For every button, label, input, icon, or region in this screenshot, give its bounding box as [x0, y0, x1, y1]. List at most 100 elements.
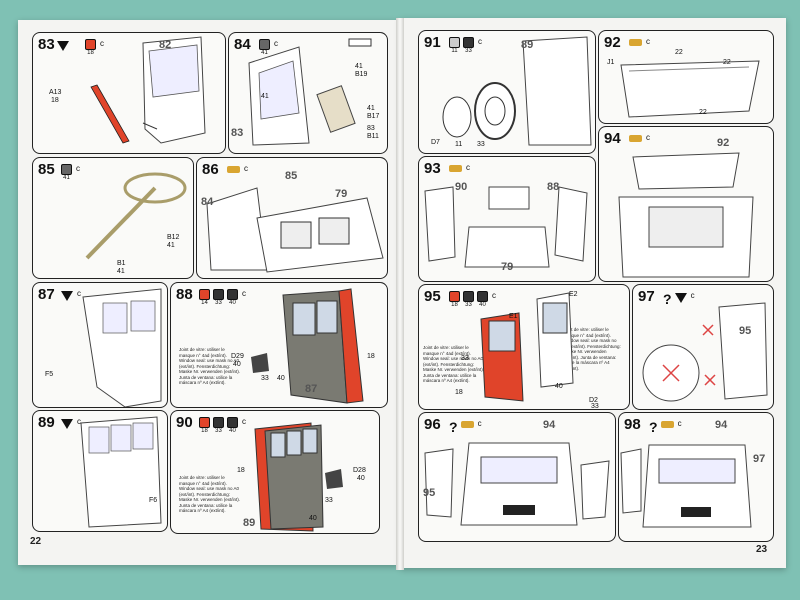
part-label: 89 [521, 39, 534, 51]
glue-indicator: c [77, 417, 81, 426]
glue-indicator: c [76, 164, 80, 173]
glue-tube-icon [660, 421, 674, 428]
paint-pot-icon [449, 291, 460, 302]
part-label: 22 [699, 109, 707, 116]
step-number: 95 [424, 288, 441, 305]
paint-code: 14 [201, 300, 208, 306]
paint-code: 33 [465, 302, 472, 308]
paint-pot-icon [259, 39, 270, 50]
step-number: 92 [604, 34, 621, 51]
question-icon: ? [449, 419, 458, 435]
glue-indicator: c [274, 39, 278, 48]
paint-list: 41 c [61, 164, 80, 182]
paint-list: 18 33 40 c [199, 417, 246, 435]
step-number: 83 [38, 36, 55, 53]
paint-code: 40 [229, 300, 236, 306]
paint-pot-icon [213, 289, 224, 300]
paint-list: c [629, 133, 650, 142]
paint-pot-icon [449, 37, 460, 48]
paint-pot-icon [227, 289, 238, 300]
paint-pot-icon [85, 39, 96, 50]
part-label: 41 [355, 63, 363, 70]
part-label: 22 [675, 49, 683, 56]
part-label: F5 [45, 371, 54, 378]
paint-code: 40 [229, 428, 236, 434]
part-label: 18 [51, 97, 59, 104]
paint-code: 40 [479, 302, 486, 308]
glue-indicator: c [477, 419, 482, 428]
step-96-illustration [424, 442, 610, 526]
part-label: F6 [149, 497, 158, 504]
glue-indicator: c [77, 289, 81, 298]
glue-indicator: c [690, 291, 695, 300]
step-86-panel: 86 c 85 84 79 [196, 157, 388, 279]
part-label: 94 [715, 419, 728, 431]
paint-pot-icon [61, 164, 72, 175]
paint-code: 18 [201, 428, 208, 434]
part-label: 41 [367, 105, 375, 112]
step-92-panel: 92 c 22 J1 22 22 [598, 30, 774, 124]
part-label: D7 [431, 139, 440, 146]
part-label: B17 [367, 113, 380, 120]
glue-indicator: c [466, 163, 470, 172]
step-85-panel: 85 41 c B12 41 B1 41 [32, 157, 194, 279]
part-label: B12 [167, 234, 180, 241]
paint-code: 33 [465, 48, 472, 54]
book-gutter [396, 18, 404, 570]
paint-list: c [629, 37, 650, 46]
glue-indicator: c [242, 417, 246, 426]
paint-code: 41 [117, 268, 125, 275]
glue-tube-icon [629, 135, 642, 142]
step-93-illustration [424, 186, 588, 268]
paint-code: 40 [357, 475, 365, 482]
step-97-illustration [642, 302, 768, 402]
step-96-panel: 96 ? c 94 95 [418, 412, 616, 542]
paint-code: 18 [237, 467, 245, 474]
step-84-panel: 84 41 c 41 41 B19 41 B17 83 B11 83 [228, 32, 388, 154]
glue-indicator: c [478, 37, 482, 46]
part-label: 90 [455, 181, 468, 193]
step-87-illustration [82, 288, 162, 407]
step-number: 91 [424, 34, 441, 51]
paint-pot-icon [463, 291, 474, 302]
paint-list: c [61, 289, 81, 301]
part-label: 92 [717, 137, 730, 149]
step-86-illustration [206, 187, 384, 273]
step-number: 97 [638, 288, 655, 305]
step-90-illustration [254, 422, 343, 532]
question-icon: ? [649, 419, 658, 435]
mask-note: Joint de vitre: utiliser le masque n° 4a… [179, 475, 241, 513]
part-label: 95 [739, 325, 752, 337]
step-number: 89 [38, 414, 55, 431]
step-89-panel: 89 c F6 [32, 410, 168, 532]
glue-indicator: c [646, 133, 650, 142]
step-95-panel: 95 18 33 40 c Joint de vitre: utiliser l… [418, 284, 630, 410]
step-number: 87 [38, 286, 55, 303]
step-number: 94 [604, 130, 621, 147]
page-number-left: 22 [30, 536, 42, 547]
paint-list: c [227, 164, 248, 173]
paint-code: 11 [455, 141, 463, 148]
step-94-panel: 94 c 92 [598, 126, 774, 282]
paint-code: 18 [367, 353, 375, 360]
step-97-panel: 97 ? c 95 [632, 284, 774, 410]
paint-pot-icon [199, 417, 210, 428]
glue-tube-icon [449, 165, 462, 172]
paint-code: 33 [215, 428, 222, 434]
paint-code: 33 [477, 141, 485, 148]
step-98-illustration [620, 444, 752, 528]
paint-pot-icon [199, 289, 210, 300]
paint-code: 41 [261, 50, 268, 56]
step-number: 86 [202, 161, 219, 178]
paint-list: 18 c [85, 39, 104, 57]
part-label: 97 [753, 453, 766, 465]
paint-code: 40 [277, 375, 285, 382]
warning-icon [61, 291, 73, 301]
part-label: 79 [501, 261, 514, 273]
mask-note: Joint de vitre: utiliser le masque n° 4a… [179, 347, 241, 385]
step-number: 98 [624, 416, 641, 433]
glue-tube-icon [629, 39, 642, 46]
glue-indicator: c [244, 164, 248, 173]
part-label: B19 [355, 71, 368, 78]
part-label: E2 [569, 291, 578, 298]
